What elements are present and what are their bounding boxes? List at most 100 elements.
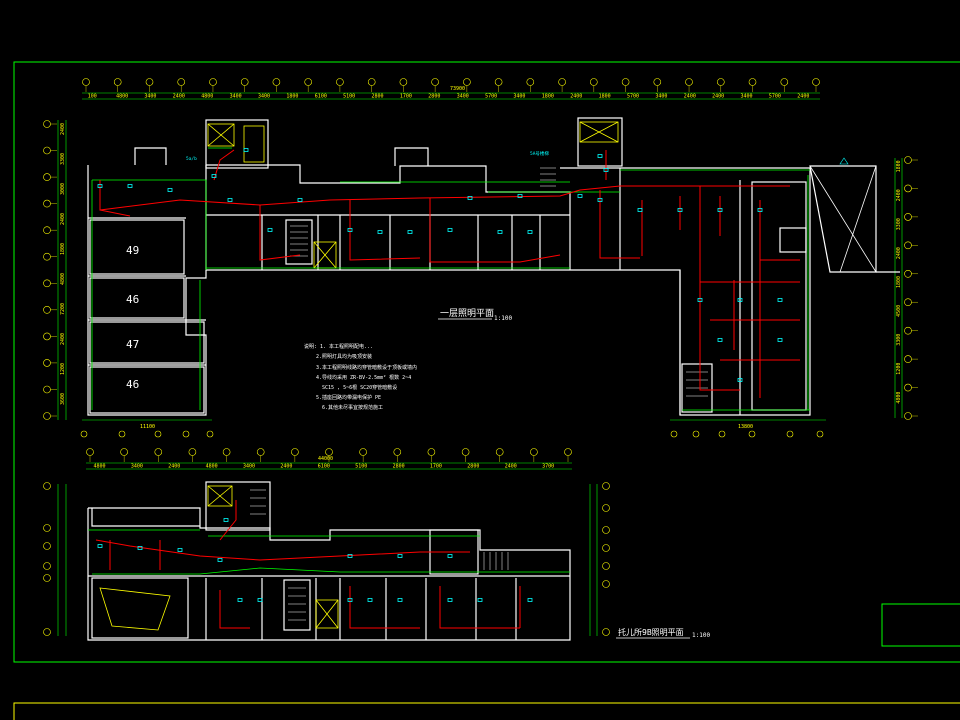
grid-bubble	[526, 78, 535, 86]
grid-bubble	[780, 78, 789, 86]
light-fixture-icon	[257, 598, 263, 602]
dim-value: 2400	[684, 94, 696, 100]
dim-value: 4800	[116, 94, 128, 100]
grid-bubble	[43, 146, 51, 155]
grid-bubble	[494, 78, 503, 86]
light-fixture-icon	[467, 196, 473, 200]
dim-value: 3400	[131, 464, 143, 470]
light-fixture-icon	[577, 194, 583, 198]
grid-bubble	[393, 448, 402, 456]
light-fixture-icon	[97, 184, 103, 188]
light-fixture-icon	[777, 298, 783, 302]
top-grid-bubbles	[82, 78, 820, 92]
dim-value: 2400	[173, 94, 185, 100]
dim-value: 3300	[60, 153, 66, 165]
grid-bubble	[43, 252, 51, 261]
grid-bubble	[120, 448, 128, 456]
light-fixture-icon	[757, 208, 763, 212]
grid-bubble	[359, 448, 367, 456]
light-fixture-icon	[737, 378, 743, 382]
first-floor-title: 一层照明平面	[440, 308, 494, 319]
grid-bubble	[82, 78, 90, 86]
dim-value: 2400	[896, 189, 902, 201]
dim-value: 2800	[393, 464, 405, 470]
light-fixture-icon	[527, 230, 533, 234]
grid-bubble	[904, 412, 912, 420]
dim-value: 4500	[896, 305, 902, 317]
lower-stair-hatch	[250, 489, 509, 621]
grid-bubble	[209, 78, 217, 86]
dim-value: 2800	[372, 94, 384, 100]
grid-bubble	[716, 78, 725, 86]
dim-value: 2400	[797, 94, 809, 100]
grid-bubble	[558, 78, 566, 86]
dim-value: 7200	[60, 303, 66, 315]
dim-value: 6100	[318, 464, 330, 470]
overall-dim-bottom-right: 13800	[738, 424, 753, 430]
right-dimension-line	[894, 158, 903, 418]
dim-value: 4800	[896, 392, 902, 404]
dim-value: 1800	[896, 276, 902, 288]
dim-value: 6100	[315, 94, 327, 100]
drawing-frame	[13, 61, 960, 720]
dim-value: 5700	[627, 94, 639, 100]
grid-bubble	[43, 226, 51, 234]
dim-value: 2400	[505, 464, 517, 470]
bottom-bubbles	[80, 430, 824, 438]
light-fixture-icon	[677, 208, 683, 212]
dim-value: 4800	[206, 464, 218, 470]
lower-elevator	[99, 485, 339, 631]
note-line-1: 说明: 1. 本工程照明配电...	[304, 343, 373, 350]
grid-bubble	[43, 332, 51, 341]
dim-value: 1800	[60, 243, 66, 255]
dim-value: 2400	[896, 247, 902, 259]
dim-value: 4800	[94, 464, 106, 470]
lower-left-dimension	[57, 484, 67, 636]
dim-value: 5700	[769, 94, 781, 100]
overall-dim-top: 73900	[450, 86, 465, 92]
lower-green-structure	[88, 529, 570, 575]
light-fixture-icon	[237, 598, 243, 602]
left-dimension-line	[57, 120, 67, 420]
dim-value: 5100	[355, 464, 367, 470]
grid-bubble	[304, 78, 313, 86]
dim-value: 3400	[230, 94, 242, 100]
room-number-49: 49	[126, 244, 139, 257]
grid-bubble	[653, 78, 662, 86]
light-fixture-icon	[407, 230, 413, 234]
grid-bubble	[43, 359, 51, 367]
light-fixtures	[97, 148, 783, 382]
room-number-47: 47	[126, 338, 139, 351]
dim-value: 5100	[343, 94, 355, 100]
room-number-46b: 46	[126, 378, 139, 391]
overall-dim-bottom-left: 11100	[140, 424, 155, 430]
grid-bubble	[431, 78, 439, 86]
light-fixture-icon	[211, 174, 217, 178]
dim-value: 4800	[201, 94, 213, 100]
grid-bubble	[240, 78, 249, 86]
light-fixture-icon	[167, 188, 173, 192]
lower-circuit-wiring	[95, 500, 521, 629]
light-fixture-icon	[127, 184, 133, 188]
light-fixture-icon	[447, 598, 453, 602]
light-fixture-icon	[697, 298, 703, 302]
grid-bubble	[564, 448, 572, 456]
note-line-5: SC15 , 5~6根 SC20穿管暗敷设	[322, 384, 397, 391]
light-fixture-icon	[517, 194, 523, 198]
grid-bubble	[904, 383, 912, 392]
light-fixture-icon	[177, 548, 183, 552]
dim-value: 3300	[896, 334, 902, 346]
light-fixture-icon	[367, 598, 373, 602]
dim-value: 3400	[258, 94, 270, 100]
grid-bubble	[145, 78, 154, 86]
dim-value: 5700	[485, 94, 497, 100]
grid-bubble	[427, 448, 436, 456]
grid-bubble	[154, 448, 163, 456]
left-grid-bubbles	[43, 120, 57, 420]
dim-value: 2400	[60, 333, 66, 345]
dim-value: 2400	[280, 464, 292, 470]
